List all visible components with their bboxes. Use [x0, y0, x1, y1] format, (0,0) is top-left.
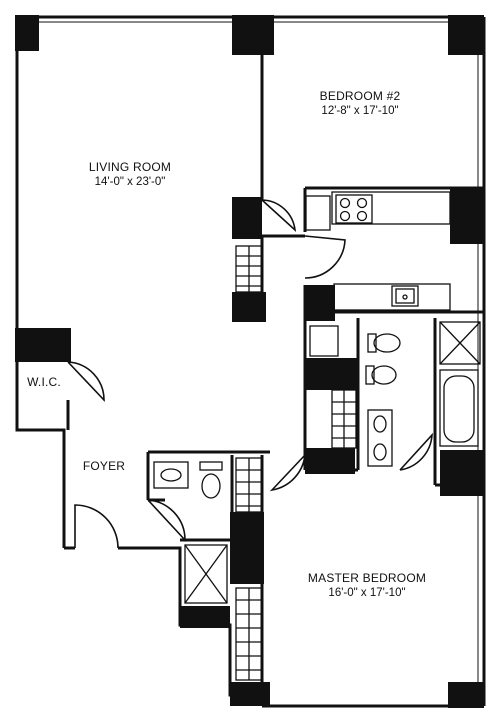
- master-bedroom-label: MASTER BEDROOM 16'-0" x 17'-10": [282, 571, 452, 600]
- sink: [373, 443, 387, 461]
- sink: [373, 415, 387, 433]
- burner: [339, 210, 351, 222]
- room-name: MASTER BEDROOM: [307, 571, 427, 585]
- column: [305, 358, 357, 390]
- column: [180, 606, 230, 628]
- room-name: LIVING ROOM: [88, 160, 172, 174]
- fridge: [305, 195, 331, 231]
- door-master-bath: [399, 432, 433, 471]
- exterior-walls: [15, 15, 486, 708]
- kitchen-sink-basin: [395, 288, 415, 304]
- bathtub: [439, 369, 479, 447]
- toilet-tank: [365, 365, 375, 385]
- master-bath: [365, 321, 481, 467]
- room-name: BEDROOM #2: [319, 89, 401, 103]
- bathtub-basin: [443, 375, 475, 443]
- column: [232, 197, 262, 239]
- door-foyer-entry: [74, 504, 119, 549]
- toilet-tank: [367, 333, 377, 353]
- linen-closet: [184, 544, 228, 604]
- dishwasher: [309, 325, 339, 357]
- exterior-wall-left: [15, 17, 66, 548]
- toilet: [371, 365, 397, 385]
- column: [232, 292, 266, 322]
- toilet-tank: [199, 461, 223, 471]
- column: [230, 512, 264, 584]
- column: [440, 450, 484, 496]
- kitchen-sink: [391, 285, 419, 307]
- living-room-label: LIVING ROOM 14'-0" x 23'-0": [60, 160, 200, 189]
- column: [305, 285, 335, 321]
- room-dimensions: 16'-0" x 17'-10": [328, 587, 406, 599]
- closet-core: [331, 389, 357, 449]
- linen-diagonal: [184, 544, 228, 604]
- column: [232, 15, 274, 55]
- kitchen-counter-bottom: [333, 283, 451, 311]
- wic-label: W.I.C.: [22, 375, 66, 390]
- closet-master: [235, 587, 263, 681]
- column: [15, 15, 39, 51]
- door-bedroom2: [261, 199, 297, 233]
- door-kitchen: [304, 235, 346, 279]
- columns: [15, 15, 484, 708]
- door-master: [269, 454, 306, 492]
- doors: [67, 199, 433, 549]
- sink: [160, 468, 182, 482]
- vanity: [153, 461, 189, 489]
- bedroom-2-label: BEDROOM #2 12'-8" x 17'-10": [290, 89, 430, 118]
- door-foyer-bath: [147, 499, 186, 543]
- room-dimensions: 14'-0" x 23'-0": [94, 176, 166, 188]
- burner: [356, 197, 368, 209]
- closet-foyer: [235, 457, 263, 513]
- kitchen: [305, 191, 451, 357]
- shower: [439, 321, 481, 365]
- shower-diagonal: [439, 321, 481, 365]
- toilet: [373, 333, 401, 353]
- kitchen-counter-top: [331, 191, 451, 225]
- room-name: FOYER: [82, 459, 126, 473]
- sink-drain: [402, 294, 408, 300]
- foyer-label: FOYER: [72, 459, 136, 474]
- column: [448, 682, 484, 708]
- column: [15, 328, 71, 362]
- door-wic: [67, 361, 105, 403]
- burner: [339, 197, 351, 209]
- closet-living: [235, 245, 263, 293]
- vanity: [367, 409, 393, 467]
- range: [335, 194, 373, 224]
- column: [230, 682, 270, 706]
- room-name: W.I.C.: [27, 375, 61, 389]
- column: [448, 15, 484, 55]
- powder-room: [153, 461, 228, 604]
- toilet: [201, 473, 221, 499]
- column: [450, 188, 484, 244]
- room-dimensions: 12'-8" x 17'-10": [321, 105, 399, 117]
- burner: [356, 210, 368, 222]
- column: [305, 448, 355, 474]
